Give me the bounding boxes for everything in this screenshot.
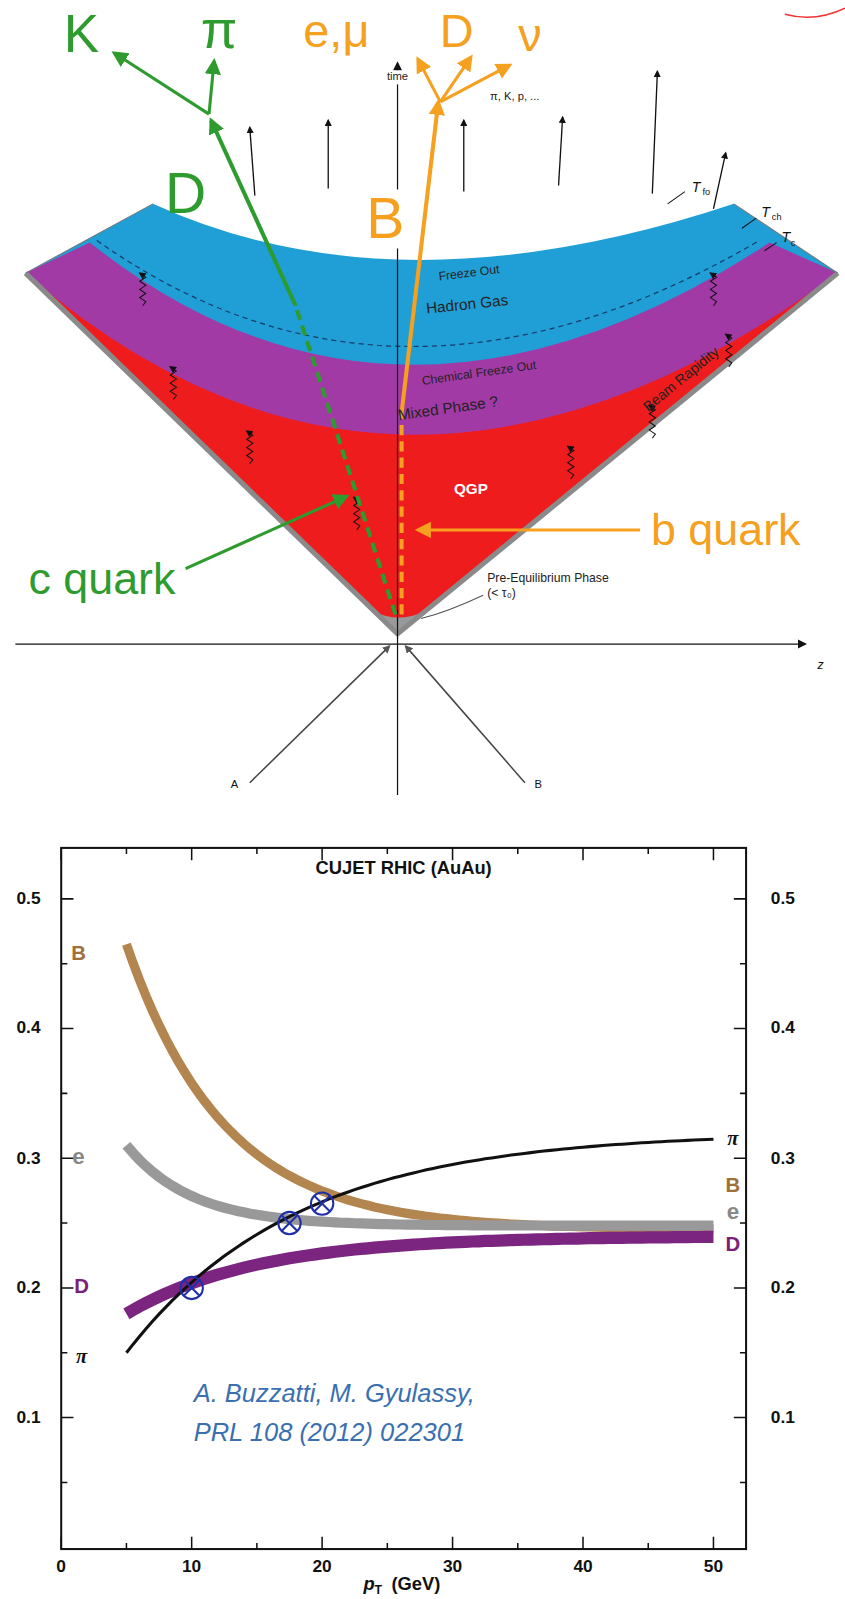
text-label: A. Buzzatti, M. Gyulassy,	[194, 1382, 475, 1407]
band-edge	[26, 204, 838, 273]
hadron-arrow	[713, 153, 725, 209]
b-meson-band	[126, 944, 713, 1229]
text-label: B	[71, 943, 86, 963]
text-label: 40	[573, 1558, 592, 1575]
text-label: ν	[518, 11, 541, 58]
text-label: 0.4	[16, 1020, 40, 1037]
crossing-marker-cross	[314, 1196, 329, 1211]
text-label: D	[726, 1233, 741, 1253]
crossing-marker-cross	[184, 1280, 199, 1295]
photon-arrow	[710, 273, 716, 306]
corner-mark	[785, 8, 845, 17]
text-label: 0	[56, 1558, 66, 1575]
crossing-marker	[180, 1277, 202, 1299]
text-label: e	[72, 1146, 84, 1168]
b-meson-track	[402, 102, 439, 413]
text-label: 0.2	[16, 1280, 40, 1297]
crossing-marker	[311, 1192, 333, 1214]
text-label: 0.5	[771, 890, 795, 907]
c-quark-track	[296, 306, 396, 615]
b-quark-track	[400, 413, 404, 615]
qgp-band	[26, 273, 838, 634]
text-label: 0.4	[771, 1020, 795, 1037]
text-label: D	[74, 1276, 89, 1296]
b-quark-pointer	[418, 528, 640, 531]
hadron-arrow	[463, 120, 464, 191]
c-quark-pointer	[186, 496, 347, 568]
text-label: fo	[703, 188, 711, 197]
text-label: B	[726, 1175, 741, 1195]
text-label: Pre-Equilibrium Phase (< τ₀)	[487, 571, 611, 602]
text-label: CUJET RHIC (AuAu)	[316, 859, 492, 877]
text-label: π	[727, 1127, 738, 1147]
pion-curve	[126, 1139, 713, 1353]
kaon-track	[114, 53, 209, 114]
mixed-phase-band	[26, 243, 838, 634]
temperature-pointers	[668, 192, 777, 251]
d-meson-track	[211, 120, 296, 305]
photon-arrow	[140, 273, 146, 306]
z-axis	[15, 643, 805, 644]
text-label: T	[692, 179, 701, 193]
text-label: 30	[443, 1558, 462, 1575]
hadron-arrow	[559, 117, 563, 185]
photon-arrow	[726, 334, 732, 367]
text-label: 0.1	[16, 1409, 40, 1426]
beam-a	[250, 646, 390, 783]
text-label: c	[791, 239, 796, 248]
photon-arrow	[568, 446, 574, 479]
hadron-gas-band	[26, 204, 838, 634]
photon-arrow	[170, 367, 176, 400]
text-label: B	[534, 779, 541, 790]
text-label: e,μ	[303, 7, 369, 54]
text-label: e	[727, 1201, 739, 1223]
text-label: c quark	[28, 557, 175, 602]
text-label: K	[64, 6, 99, 59]
text-label: T	[374, 1584, 381, 1596]
text-label: 20	[312, 1558, 331, 1575]
text-label: (GeV)	[391, 1575, 440, 1593]
hadron-arrow	[652, 71, 657, 193]
text-label: QGP	[454, 482, 488, 497]
crossing-marker-cross	[282, 1215, 297, 1230]
beam-b	[406, 646, 525, 783]
electron-band	[126, 1145, 713, 1225]
text-label: ch	[772, 214, 782, 223]
text-label: T	[761, 205, 770, 219]
light-cone	[26, 273, 838, 634]
lepton-track	[418, 59, 440, 102]
text-label: 10	[182, 1558, 201, 1575]
text-label: 0.1	[771, 1409, 795, 1426]
text-label: T	[782, 230, 791, 244]
photon-arrow	[247, 431, 253, 464]
text-label: PRL 108 (2012) 022301	[194, 1420, 465, 1445]
d-meson-band	[126, 1237, 713, 1314]
text-label: π, K, p, ...	[490, 91, 539, 102]
text-label: A	[231, 779, 238, 790]
hadron-arrow	[328, 120, 329, 188]
text-label: π	[76, 1345, 87, 1365]
text-label: 0.3	[771, 1150, 795, 1167]
text-label: b quark	[651, 508, 801, 553]
hadron-arrow	[250, 127, 255, 195]
pion-track	[209, 61, 214, 114]
text-label: time	[385, 71, 410, 84]
crossing-marker	[278, 1212, 300, 1234]
text-label: p	[363, 1575, 374, 1593]
text-label: D	[440, 7, 474, 54]
pre-equilibrium-pointer	[421, 595, 483, 618]
text-label: 0.3	[16, 1150, 40, 1167]
chemical-freeze-out-line	[97, 241, 759, 347]
text-label: π	[201, 2, 238, 55]
text-label: 0.5	[16, 890, 40, 907]
text-label: z	[817, 658, 823, 670]
text-label: B	[364, 190, 406, 249]
chart-frame	[61, 848, 746, 1549]
text-label: 0.2	[771, 1280, 795, 1297]
text-label: 50	[704, 1558, 723, 1575]
text-label: D	[165, 165, 206, 222]
time-axis	[397, 63, 398, 795]
axis-ticks	[61, 848, 746, 1549]
